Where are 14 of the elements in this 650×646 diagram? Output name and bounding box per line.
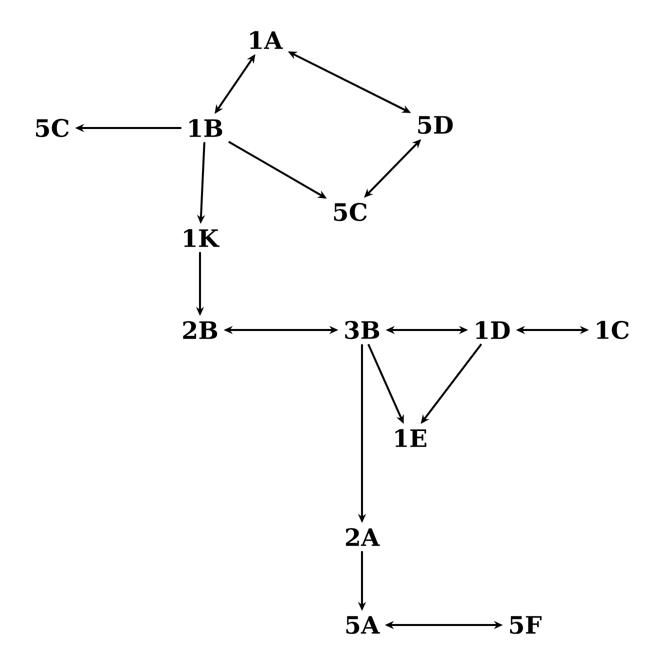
node-label: 5F [510, 616, 542, 634]
node-label: 1E [395, 429, 426, 447]
node-label: 1A [250, 31, 283, 49]
node-label: 2B [183, 321, 218, 339]
node-label: 1C [597, 320, 629, 340]
node-label: 1D [476, 321, 510, 339]
node-label: 1K [184, 229, 220, 247]
node-label: 3B [345, 320, 380, 340]
node-label: 5C [36, 118, 69, 138]
node-label: 1B [189, 119, 222, 137]
node-label: 5C [334, 202, 367, 222]
node-label: 5D [418, 116, 453, 134]
node-label: 5A [346, 616, 380, 634]
node-label: 2A [346, 528, 380, 546]
